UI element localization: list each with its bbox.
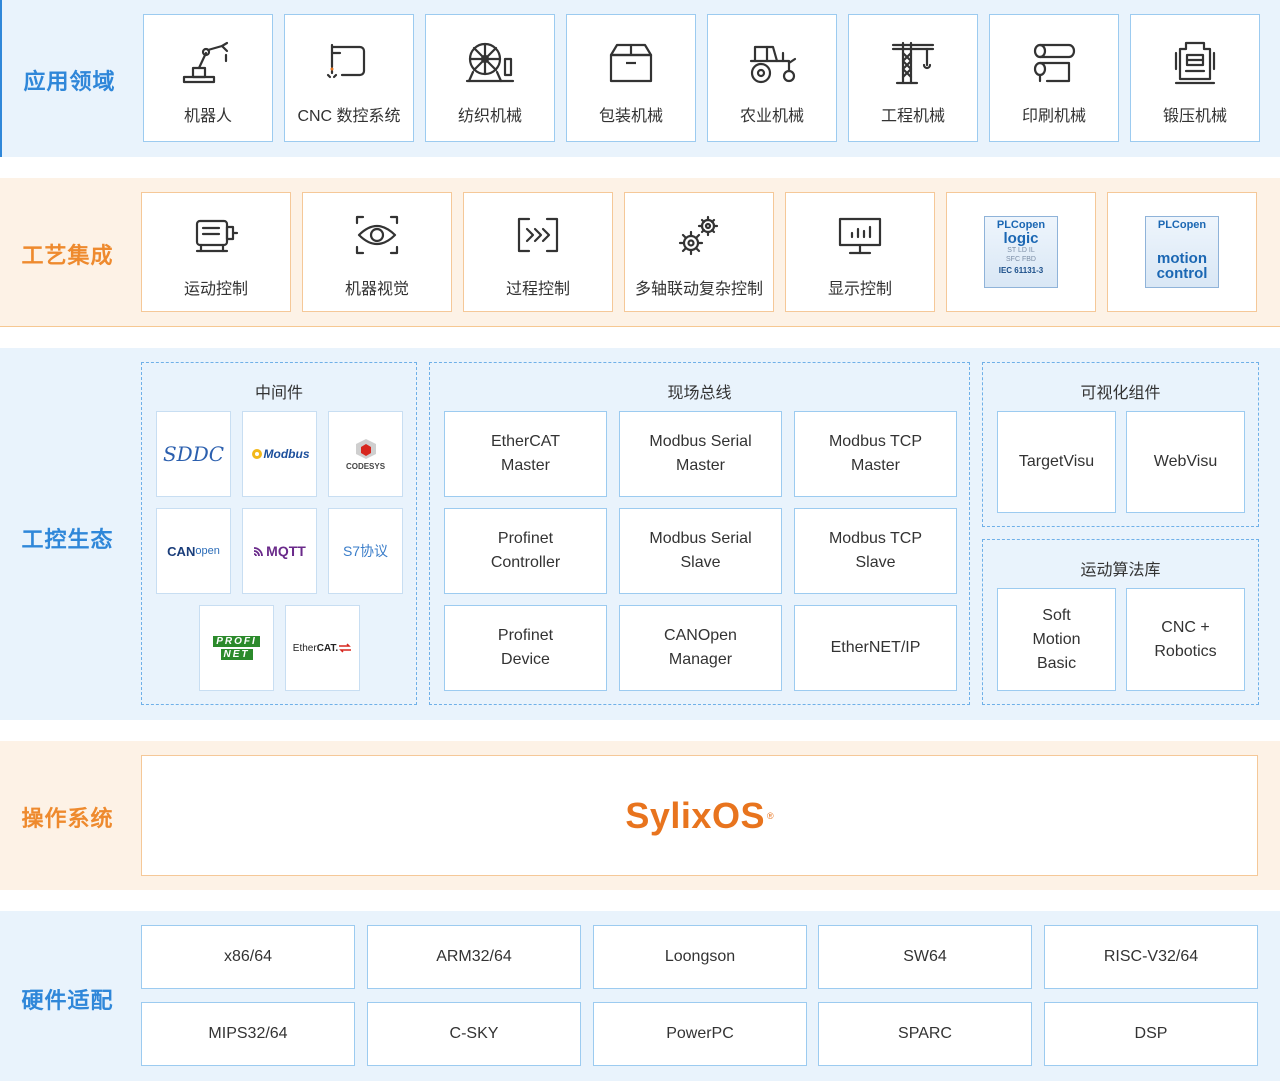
app-card-packaging[interactable]: 包装机械 <box>566 14 696 142</box>
app-card-agriculture[interactable]: 农业机械 <box>707 14 837 142</box>
process-card-vision[interactable]: 机器视觉 <box>302 192 452 312</box>
process-arrows-icon <box>517 217 559 253</box>
app-card-label: CNC 数控系统 <box>297 108 401 125</box>
process-card-label: 显示控制 <box>827 281 892 298</box>
profinet-logo[interactable]: PROFI NET <box>199 605 274 691</box>
app-card-label: 锻压机械 <box>1162 108 1227 125</box>
mqtt-wave-icon <box>253 547 264 557</box>
app-card-label: 包装机械 <box>598 108 663 125</box>
motion-soft-motion-basic[interactable]: Soft Motion Basic <box>997 588 1116 691</box>
middleware-title: 中间件 <box>254 385 303 402</box>
app-card-label: 工程机械 <box>880 108 945 125</box>
fieldbus-modbus-tcp-master[interactable]: Modbus TCP Master <box>794 411 957 497</box>
app-card-label: 机器人 <box>183 108 232 125</box>
registered-mark: ® <box>766 810 774 821</box>
app-card-label: 印刷机械 <box>1021 108 1086 125</box>
cnc-machine-icon <box>326 43 366 79</box>
hardware-title: 硬件适配 <box>21 988 114 1013</box>
fieldbus-profinet-device[interactable]: Profinet Device <box>444 605 607 691</box>
app-card-engineering[interactable]: 工程机械 <box>848 14 978 142</box>
forging-press-icon <box>1174 41 1216 85</box>
app-card-cnc[interactable]: CNC 数控系统 <box>284 14 414 142</box>
modbus-logo[interactable]: Modbus <box>242 411 317 497</box>
fieldbus-profinet-controller[interactable]: Profinet Controller <box>444 508 607 594</box>
process-band: 工艺集成 运动控制 机器视觉 <box>0 178 1280 327</box>
ecosystem-title: 工控生态 <box>21 527 114 552</box>
plcopen-motion-card[interactable]: PLCopen motion control <box>1107 192 1257 312</box>
visualization-group: 可视化组件 TargetVisu WebVisu <box>982 362 1259 527</box>
process-card-multiaxis[interactable]: 多轴联动复杂控制 <box>624 192 774 312</box>
hw-powerpc[interactable]: PowerPC <box>593 1002 807 1066</box>
textile-machine-icon <box>465 42 515 83</box>
mqtt-logo[interactable]: MQTT <box>242 508 317 594</box>
hw-x86[interactable]: x86/64 <box>141 925 355 989</box>
modbus-star-icon <box>251 449 262 459</box>
visual-webvisu[interactable]: WebVisu <box>1126 411 1245 513</box>
hw-sparc[interactable]: SPARC <box>818 1002 1032 1066</box>
application-band: 应用领域 机器人 <box>0 0 1280 157</box>
fieldbus-modbus-serial-slave[interactable]: Modbus Serial Slave <box>619 508 782 594</box>
app-card-robot[interactable]: 机器人 <box>143 14 273 142</box>
hw-arm[interactable]: ARM32/64 <box>367 925 581 989</box>
app-card-label: 纺织机械 <box>457 108 522 125</box>
hw-csky[interactable]: C-SKY <box>367 1002 581 1066</box>
printing-roller-icon <box>1033 43 1076 83</box>
hw-loongson[interactable]: Loongson <box>593 925 807 989</box>
codesys-cube-icon <box>355 438 376 459</box>
process-card-process[interactable]: 过程控制 <box>463 192 613 312</box>
motion-cnc-robotics[interactable]: CNC + Robotics <box>1126 588 1245 691</box>
package-box-icon <box>609 43 653 83</box>
fieldbus-ethercat-master[interactable]: EtherCAT Master <box>444 411 607 497</box>
process-title: 工艺集成 <box>21 243 114 268</box>
plcopen-logic-card[interactable]: PLCopen logic ST LD IL SFC FBD IEC 61131… <box>946 192 1096 312</box>
gears-icon <box>678 215 719 256</box>
hardware-band: 硬件适配 x86/64 ARM32/64 Loongson SW64 RISC-… <box>0 911 1280 1081</box>
visualization-title: 可视化组件 <box>1080 385 1161 402</box>
monitor-chart-icon <box>838 217 882 255</box>
fieldbus-group: 现场总线 EtherCAT Master Modbus Serial Maste… <box>429 362 970 705</box>
plcopen-motion-logo: PLCopen motion control <box>1145 216 1219 288</box>
fieldbus-ethernet-ip[interactable]: EtherNET/IP <box>794 605 957 691</box>
app-card-label: 农业机械 <box>739 108 804 125</box>
process-card-motion[interactable]: 运动控制 <box>141 192 291 312</box>
fieldbus-modbus-serial-master[interactable]: Modbus Serial Master <box>619 411 782 497</box>
ethercat-arrows-icon <box>339 643 352 653</box>
hw-sw64[interactable]: SW64 <box>818 925 1032 989</box>
motion-library-group: 运动算法库 Soft Motion Basic CNC + Robotics <box>982 539 1259 705</box>
os-title: 操作系统 <box>21 806 114 831</box>
fieldbus-modbus-tcp-slave[interactable]: Modbus TCP Slave <box>794 508 957 594</box>
application-title: 应用领域 <box>23 69 116 94</box>
sddc-logo[interactable]: SDDC <box>156 411 231 497</box>
app-card-textile[interactable]: 纺织机械 <box>425 14 555 142</box>
hw-dsp[interactable]: DSP <box>1044 1002 1258 1066</box>
hw-mips[interactable]: MIPS32/64 <box>141 1002 355 1066</box>
codesys-logo[interactable]: CODESYS <box>328 411 403 497</box>
robot-arm-icon <box>182 41 229 84</box>
process-card-label: 机器视觉 <box>344 281 409 298</box>
app-card-printing[interactable]: 印刷机械 <box>989 14 1119 142</box>
hw-riscv[interactable]: RISC-V32/64 <box>1044 925 1258 989</box>
visual-targetvisu[interactable]: TargetVisu <box>997 411 1116 513</box>
os-box[interactable]: SylixOS® <box>141 755 1258 876</box>
fieldbus-canopen-manager[interactable]: CANOpen Manager <box>619 605 782 691</box>
motor-icon <box>195 219 239 253</box>
s7-protocol-logo[interactable]: S7协议 <box>328 508 403 594</box>
process-card-label: 运动控制 <box>183 281 248 298</box>
sylixos-logo: SylixOS <box>625 794 765 836</box>
motion-library-title: 运动算法库 <box>1080 562 1161 579</box>
plcopen-logic-logo: PLCopen logic ST LD IL SFC FBD IEC 61131… <box>984 216 1058 288</box>
process-card-label: 多轴联动复杂控制 <box>634 281 763 298</box>
process-card-display[interactable]: 显示控制 <box>785 192 935 312</box>
tower-crane-icon <box>891 41 935 85</box>
eye-icon <box>355 215 399 255</box>
os-band: 操作系统 SylixOS® <box>0 741 1280 890</box>
app-card-forging[interactable]: 锻压机械 <box>1130 14 1260 142</box>
tractor-icon <box>749 45 797 84</box>
fieldbus-title: 现场总线 <box>667 385 732 402</box>
process-card-label: 过程控制 <box>505 281 570 298</box>
